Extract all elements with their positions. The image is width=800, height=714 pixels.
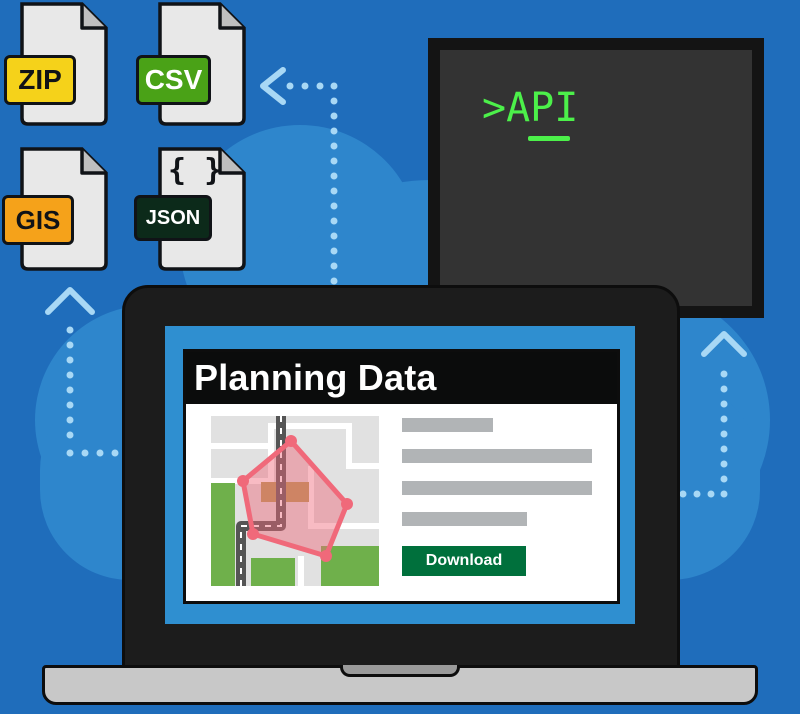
json-badge: JSON (134, 195, 212, 241)
zip-file-icon: ZIP (4, 0, 138, 130)
zip-badge: ZIP (4, 55, 76, 105)
csv-file-icon: CSV (136, 0, 276, 130)
up-arrow-icon (45, 287, 95, 315)
csv-badge: CSV (136, 55, 211, 105)
site-boundary (240, 438, 350, 559)
api-terminal: >API (428, 38, 764, 318)
title-bar: Planning Data (186, 352, 617, 404)
text-placeholder (402, 512, 527, 526)
dotted-connector-right (679, 370, 728, 498)
page-title: Planning Data (194, 357, 437, 398)
dotted-connector-center (286, 82, 338, 285)
api-label: API (506, 85, 579, 131)
prompt-symbol: > (482, 85, 507, 131)
text-placeholder (402, 449, 592, 463)
download-button[interactable]: Download (402, 546, 526, 576)
json-braces: { } (168, 153, 223, 188)
text-placeholder (402, 481, 592, 495)
laptop-notch (340, 665, 460, 677)
dotted-connector-left (66, 326, 119, 457)
left-arrow-icon (260, 67, 286, 105)
gis-badge: GIS (2, 195, 74, 245)
text-placeholder (402, 418, 493, 432)
gis-file-icon: GIS (2, 145, 138, 275)
json-file-icon: { } JSON (134, 145, 276, 275)
terminal-prompt: >API (482, 88, 578, 128)
terminal-cursor (528, 136, 570, 141)
up-arrow-icon (701, 331, 747, 357)
terminal-screen: >API (440, 50, 752, 306)
map-icon (211, 416, 379, 586)
